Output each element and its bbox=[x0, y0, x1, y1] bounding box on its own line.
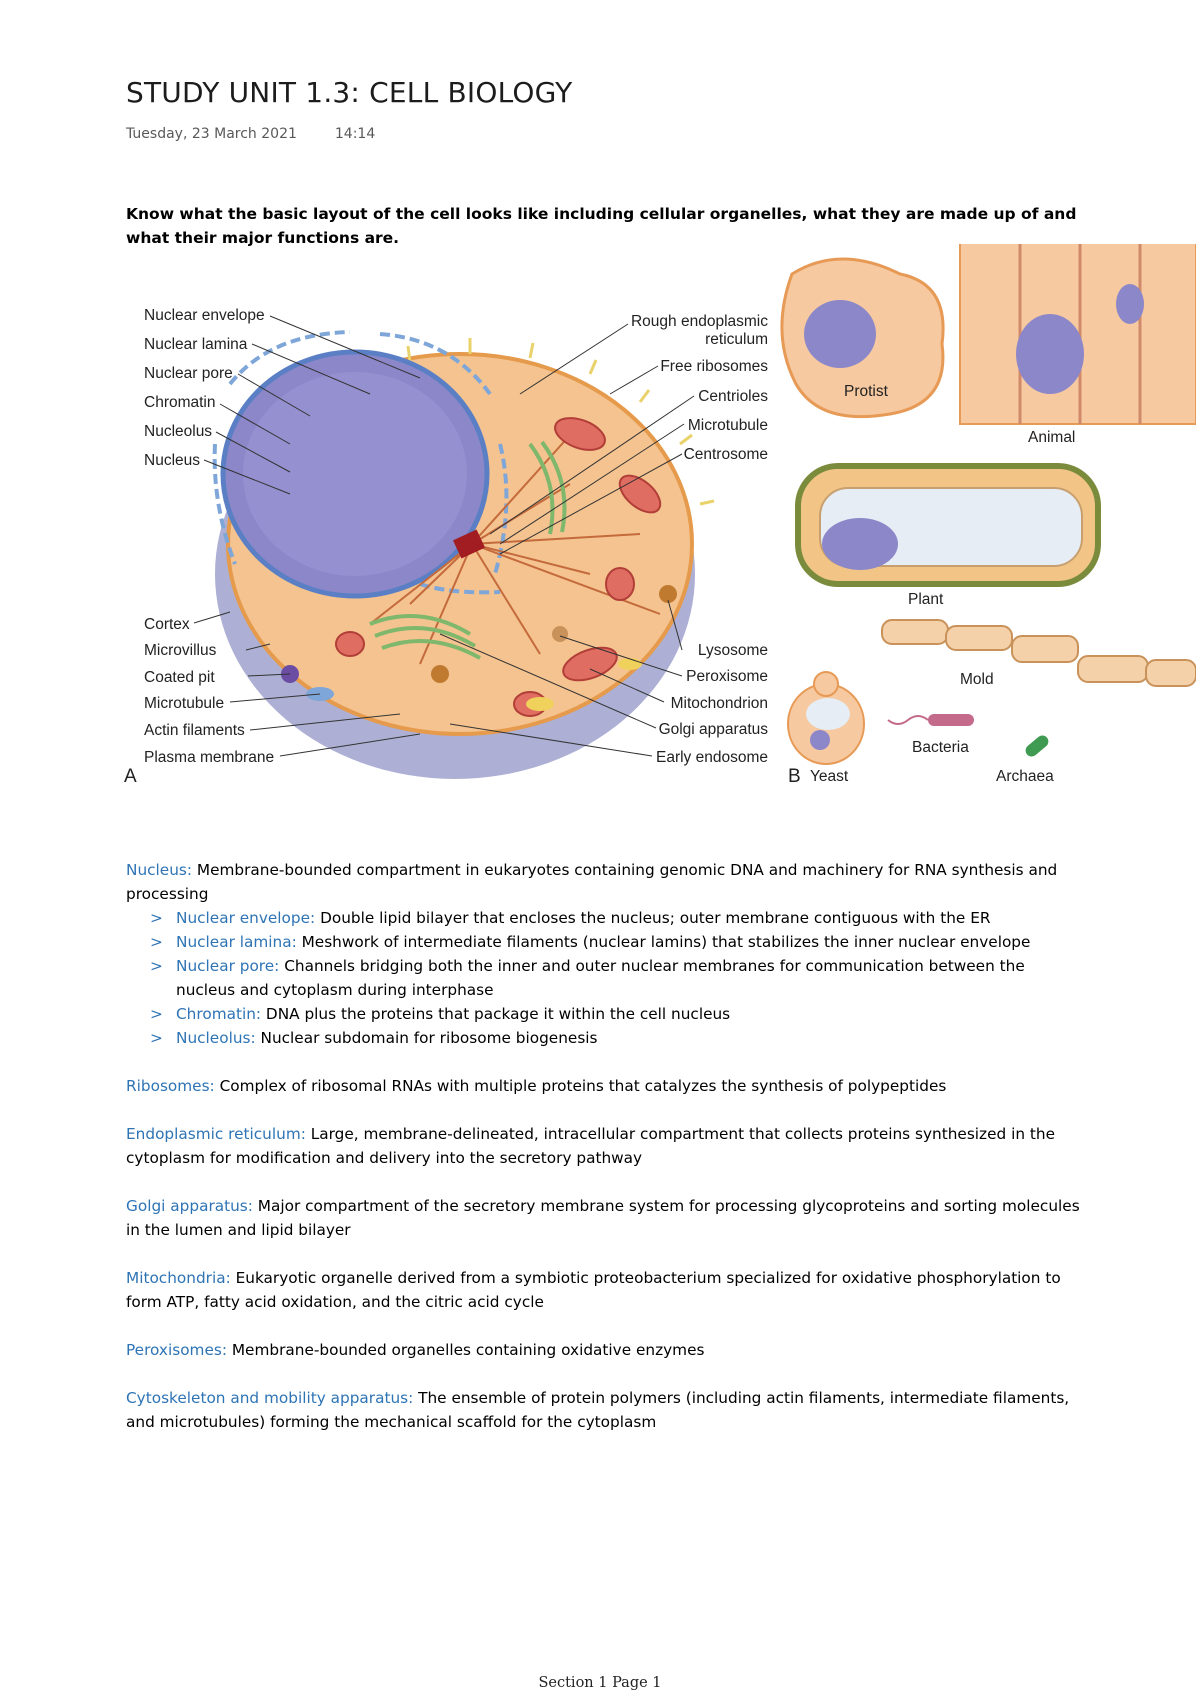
bullet-mark: > bbox=[150, 909, 163, 927]
text-chromatin: DNA plus the proteins that package it wi… bbox=[261, 1005, 731, 1023]
label-rough-er-line2: reticulum bbox=[705, 331, 768, 348]
text-golgi: Major compartment of the secretory membr… bbox=[126, 1197, 1080, 1239]
label-centrioles: Centrioles bbox=[698, 388, 768, 405]
label-mitochondrion: Mitochondrion bbox=[671, 695, 768, 712]
term-cytoskeleton: Cytoskeleton and mobility apparatus: bbox=[126, 1389, 414, 1407]
label-nucleolus: Nucleolus bbox=[144, 423, 212, 440]
page-timestamp: Tuesday, 23 March 2021 14:14 bbox=[126, 126, 375, 142]
bullet-mark: > bbox=[150, 933, 163, 951]
label-actin-filaments: Actin filaments bbox=[144, 722, 245, 739]
label-microtubule-left: Microtubule bbox=[144, 695, 224, 712]
label-centrosome: Centrosome bbox=[684, 446, 768, 463]
label-yeast: Yeast bbox=[810, 768, 849, 785]
cell-types-illustration bbox=[780, 233, 1197, 765]
label-rough-er-line1: Rough endoplasmic bbox=[631, 313, 768, 330]
list-item: > Chromatin: DNA plus the proteins that p… bbox=[126, 1002, 1086, 1026]
list-item: > Nuclear pore: Channels bridging both th… bbox=[126, 954, 1086, 1002]
page-time: 14:14 bbox=[334, 126, 376, 142]
definitions: Nucleus: Membrane-bounded compartment in… bbox=[126, 858, 1086, 1434]
page-date: Tuesday, 23 March 2021 bbox=[126, 126, 297, 142]
text-nuclear-pore: Channels bridging both the inner and out… bbox=[176, 957, 1025, 999]
text-nuclear-envelope: Double lipid bilayer that encloses the n… bbox=[315, 909, 991, 927]
panel-a-letter: A bbox=[124, 766, 137, 787]
bullet-mark: > bbox=[150, 957, 163, 975]
label-free-ribosomes: Free ribosomes bbox=[660, 358, 768, 375]
term-nucleus: Nucleus: bbox=[126, 861, 193, 879]
label-cortex: Cortex bbox=[144, 616, 190, 633]
term-nucleolus: Nucleolus: bbox=[176, 1029, 256, 1047]
nucleus-subparts: > Nuclear envelope: Double lipid bilayer … bbox=[126, 906, 1086, 1050]
bullet-mark: > bbox=[150, 1005, 163, 1023]
term-nuclear-pore: Nuclear pore: bbox=[176, 957, 280, 975]
list-item: > Nucleolus: Nuclear subdomain for riboso… bbox=[126, 1026, 1086, 1050]
term-nuclear-lamina: Nuclear lamina: bbox=[176, 933, 297, 951]
label-bacteria: Bacteria bbox=[912, 739, 969, 756]
label-early-endosome: Early endosome bbox=[656, 749, 768, 766]
text-peroxisomes: Membrane-bounded organelles containing o… bbox=[227, 1341, 705, 1359]
label-coated-pit: Coated pit bbox=[144, 669, 215, 686]
list-item: > Nuclear envelope: Double lipid bilayer … bbox=[126, 906, 1086, 930]
def-ribosomes: Ribosomes: Complex of ribosomal RNAs wit… bbox=[126, 1074, 1086, 1098]
label-nuclear-pore: Nuclear pore bbox=[144, 365, 233, 382]
def-golgi: Golgi apparatus: Major compartment of th… bbox=[126, 1194, 1086, 1242]
text-er: Large, membrane-delineated, intracellula… bbox=[126, 1125, 1055, 1167]
label-protist: Protist bbox=[844, 383, 889, 400]
label-lysosome: Lysosome bbox=[698, 642, 768, 659]
label-golgi-apparatus: Golgi apparatus bbox=[659, 721, 769, 738]
text-nucleolus: Nuclear subdomain for ribosome biogenesi… bbox=[255, 1029, 598, 1047]
cell-figure: Nuclear envelope Nuclear lamina Nuclear … bbox=[120, 233, 1197, 856]
text-ribosomes: Complex of ribosomal RNAs with multiple … bbox=[214, 1077, 947, 1095]
label-microvillus: Microvillus bbox=[144, 642, 217, 659]
label-plasma-membrane: Plasma membrane bbox=[144, 749, 274, 766]
label-plant: Plant bbox=[908, 591, 944, 608]
def-er: Endoplasmic reticulum: Large, membrane-d… bbox=[126, 1122, 1086, 1170]
panel-b-letter: B bbox=[788, 766, 801, 787]
label-archaea: Archaea bbox=[996, 768, 1054, 785]
learning-objective: Know what the basic layout of the cell l… bbox=[126, 205, 1077, 247]
def-cytoskeleton: Cytoskeleton and mobility apparatus: The… bbox=[126, 1386, 1086, 1434]
label-peroxisome: Peroxisome bbox=[686, 668, 768, 685]
term-chromatin: Chromatin: bbox=[176, 1005, 262, 1023]
term-mitochondria: Mitochondria: bbox=[126, 1269, 231, 1287]
def-mitochondria: Mitochondria: Eukaryotic organelle deriv… bbox=[126, 1266, 1086, 1314]
def-peroxisomes: Peroxisomes: Membrane-bounded organelles… bbox=[126, 1338, 1086, 1362]
text-mitochondria: Eukaryotic organelle derived from a symb… bbox=[126, 1269, 1061, 1311]
label-nucleus: Nucleus bbox=[144, 452, 200, 469]
page-title: STUDY UNIT 1.3: CELL BIOLOGY bbox=[126, 76, 573, 109]
label-mold: Mold bbox=[960, 671, 994, 688]
bullet-mark: > bbox=[150, 1029, 163, 1047]
term-golgi: Golgi apparatus: bbox=[126, 1197, 253, 1215]
cell-diagram: Nuclear envelope Nuclear lamina Nuclear … bbox=[124, 233, 1197, 787]
text-cytoskeleton: The ensemble of protein polymers (includ… bbox=[126, 1389, 1070, 1431]
text-nucleus: Membrane-bounded compartment in eukaryot… bbox=[126, 861, 1058, 903]
label-microtubule-right: Microtubule bbox=[688, 417, 768, 434]
page-footer: Section 1 Page 1 bbox=[538, 1675, 662, 1691]
term-peroxisomes: Peroxisomes: bbox=[126, 1341, 227, 1359]
cell-illustration bbox=[212, 330, 715, 779]
label-nuclear-lamina: Nuclear lamina bbox=[144, 336, 248, 353]
term-nuclear-envelope: Nuclear envelope: bbox=[176, 909, 316, 927]
text-nuclear-lamina: Meshwork of intermediate filaments (nucl… bbox=[296, 933, 1031, 951]
def-nucleus: Nucleus: Membrane-bounded compartment in… bbox=[126, 858, 1086, 906]
term-ribosomes: Ribosomes: bbox=[126, 1077, 215, 1095]
label-animal: Animal bbox=[1028, 429, 1075, 446]
list-item: > Nuclear lamina: Meshwork of intermediat… bbox=[126, 930, 1086, 954]
label-chromatin: Chromatin bbox=[144, 394, 216, 411]
term-er: Endoplasmic reticulum: bbox=[126, 1125, 306, 1143]
label-nuclear-envelope: Nuclear envelope bbox=[144, 307, 265, 324]
